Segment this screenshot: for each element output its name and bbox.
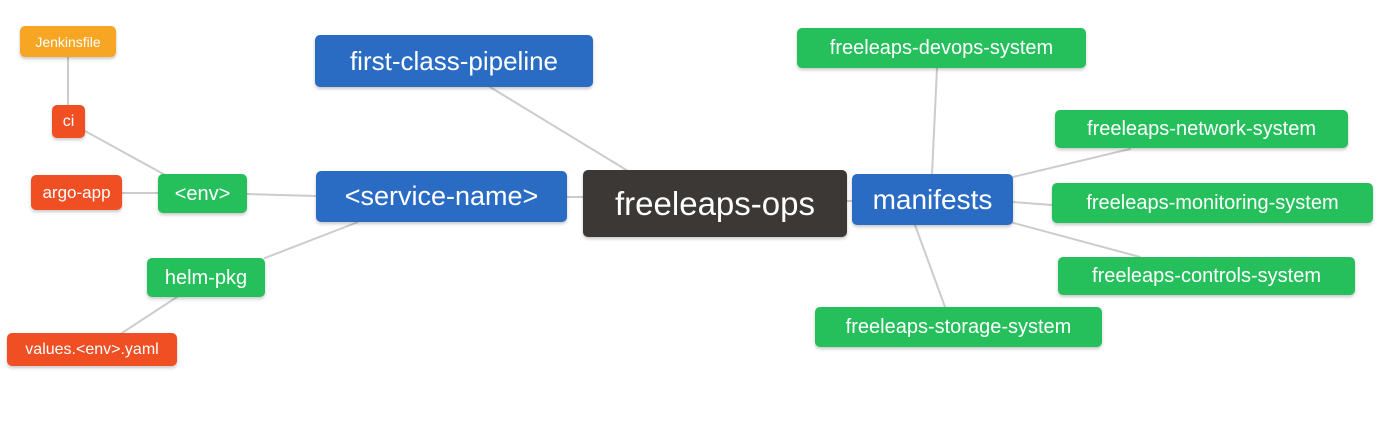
edge-ci-env xyxy=(84,130,168,177)
node-label: freeleaps-devops-system xyxy=(829,37,1054,59)
node-label: helm-pkg xyxy=(164,266,248,289)
node-label: first-class-pipeline xyxy=(349,46,559,76)
node-label: Jenkinsfile xyxy=(35,33,101,50)
edge-service-name-helm-pkg xyxy=(264,221,359,259)
node-label: <service-name> xyxy=(344,181,539,211)
node-label: ci xyxy=(62,112,75,130)
node-env[interactable]: <env> xyxy=(158,174,247,213)
edge-manifests-freeleaps-monitoring-system xyxy=(1012,201,1053,206)
edge-manifests-freeleaps-controls-system xyxy=(1009,221,1141,258)
node-ci[interactable]: ci xyxy=(52,105,85,138)
node-helm-pkg[interactable]: helm-pkg xyxy=(147,258,265,297)
node-values-env-yaml[interactable]: values.<env>.yaml xyxy=(7,333,177,366)
edge-first-class-pipeline-freeleaps-ops xyxy=(489,86,629,172)
node-label: freeleaps-network-system xyxy=(1087,118,1316,140)
edge-helm-pkg-values-env-yaml xyxy=(121,296,178,334)
node-label: freeleaps-ops xyxy=(615,185,815,222)
node-label: manifests xyxy=(872,183,993,215)
node-manifests[interactable]: manifests xyxy=(852,174,1013,225)
node-label: argo-app xyxy=(42,183,111,202)
node-label: freeleaps-controls-system xyxy=(1092,265,1321,287)
node-freeleaps-ops[interactable]: freeleaps-ops xyxy=(583,170,847,237)
edge-manifests-freeleaps-network-system xyxy=(1012,148,1131,178)
node-label: <env> xyxy=(174,182,231,205)
node-label: freeleaps-monitoring-system xyxy=(1086,192,1339,214)
node-service-name[interactable]: <service-name> xyxy=(316,171,567,222)
node-freeleaps-storage-system[interactable]: freeleaps-storage-system xyxy=(815,307,1102,347)
node-freeleaps-devops-system[interactable]: freeleaps-devops-system xyxy=(797,28,1086,68)
node-first-class-pipeline[interactable]: first-class-pipeline xyxy=(315,35,593,87)
node-freeleaps-monitoring-system[interactable]: freeleaps-monitoring-system xyxy=(1052,183,1373,223)
edge-manifests-freeleaps-devops-system xyxy=(931,67,938,175)
node-freeleaps-controls-system[interactable]: freeleaps-controls-system xyxy=(1058,257,1355,295)
node-label: values.<env>.yaml xyxy=(25,340,159,358)
node-jenkinsfile[interactable]: Jenkinsfile xyxy=(20,26,116,57)
edge-manifests-freeleaps-storage-system xyxy=(914,224,946,308)
node-freeleaps-network-system[interactable]: freeleaps-network-system xyxy=(1055,110,1348,148)
edge-env-service-name xyxy=(246,193,317,197)
node-label: freeleaps-storage-system xyxy=(845,316,1072,338)
node-argo-app[interactable]: argo-app xyxy=(31,175,122,210)
